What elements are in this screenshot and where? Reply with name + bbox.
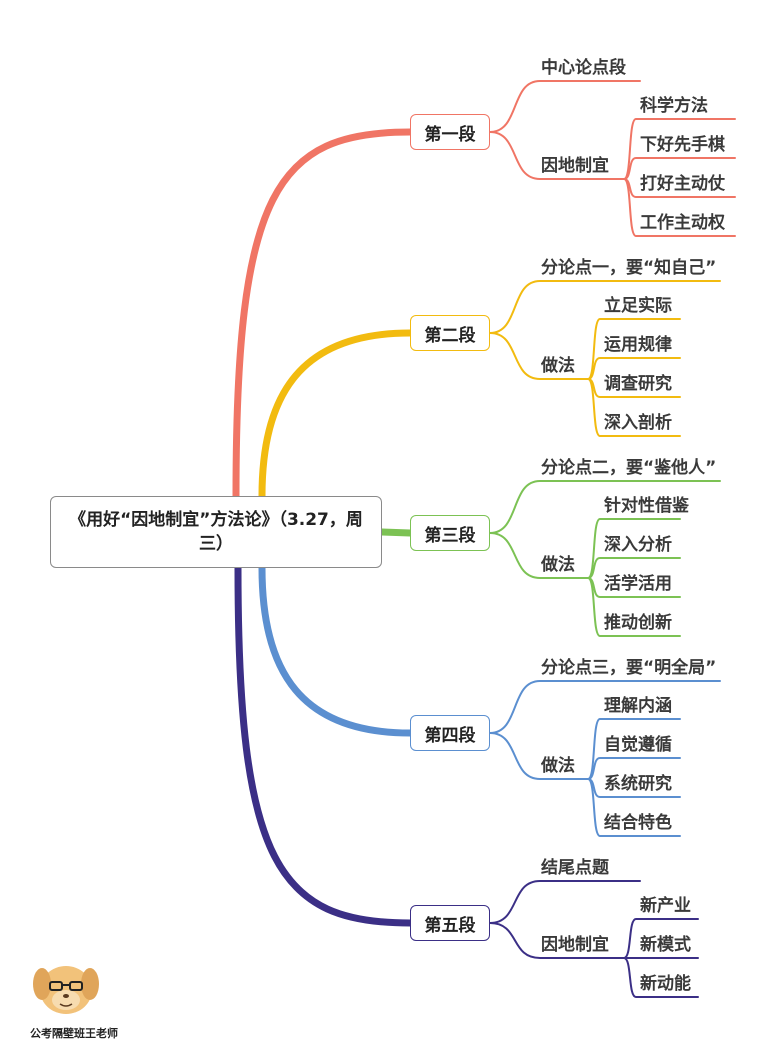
- leaf-label[interactable]: 打好主动仗: [640, 174, 725, 194]
- trunk-line: [258, 564, 414, 737]
- leaf-label[interactable]: 理解内涵: [604, 696, 672, 716]
- branch-label[interactable]: 做法: [541, 356, 575, 376]
- mascot-logo: [33, 966, 99, 1014]
- branch-label[interactable]: 分论点三，要“明全局”: [541, 658, 717, 678]
- leaf-line: [623, 918, 699, 959]
- branch-line: [489, 880, 641, 924]
- trunk-line: [258, 329, 414, 500]
- branch-line: [489, 480, 721, 534]
- leaf-label[interactable]: 活学活用: [604, 574, 672, 594]
- leaf-label[interactable]: 运用规律: [604, 335, 672, 355]
- paragraph-node[interactable]: 第二段: [410, 315, 490, 351]
- leaf-label[interactable]: 针对性借鉴: [604, 496, 689, 516]
- leaf-line: [623, 178, 736, 237]
- leaf-line: [587, 577, 681, 637]
- leaf-label[interactable]: 推动创新: [604, 613, 672, 633]
- leaf-line: [587, 778, 681, 837]
- branch-label[interactable]: 因地制宜: [541, 935, 609, 955]
- paragraph-node[interactable]: 第四段: [410, 715, 490, 751]
- branch-line: [489, 732, 589, 780]
- leaf-label[interactable]: 新模式: [640, 935, 691, 955]
- leaf-label[interactable]: 立足实际: [604, 296, 672, 316]
- branch-line: [489, 532, 589, 579]
- watermark-text: 公考隔壁班王老师: [30, 1027, 118, 1040]
- branch-line: [489, 680, 721, 734]
- branch-label[interactable]: 做法: [541, 756, 575, 776]
- leaf-line: [623, 957, 699, 998]
- branch-label[interactable]: 做法: [541, 555, 575, 575]
- paragraph-node[interactable]: 第五段: [410, 905, 490, 941]
- leaf-label[interactable]: 结合特色: [604, 813, 672, 833]
- branch-line: [489, 80, 641, 133]
- branch-line: [489, 280, 721, 334]
- root-title: 《用好“因地制宜”方法论》（3.27，周三）: [69, 510, 363, 554]
- trunk-line: [234, 564, 414, 927]
- branch-label[interactable]: 结尾点题: [541, 858, 609, 878]
- leaf-line: [587, 378, 681, 437]
- branch-line: [489, 922, 625, 959]
- root-topic[interactable]: 《用好“因地制宜”方法论》（3.27，周三）: [50, 496, 382, 568]
- trunk-line: [232, 128, 414, 500]
- leaf-label[interactable]: 调查研究: [604, 374, 672, 394]
- leaf-label[interactable]: 下好先手棋: [640, 135, 725, 155]
- leaf-label[interactable]: 深入剖析: [604, 413, 672, 433]
- branch-label[interactable]: 因地制宜: [541, 156, 609, 176]
- leaf-label[interactable]: 自觉遵循: [604, 735, 672, 755]
- leaf-line: [587, 357, 681, 380]
- branch-label[interactable]: 分论点一，要“知自己”: [541, 258, 717, 278]
- branch-line: [489, 131, 625, 180]
- leaf-label[interactable]: 新动能: [640, 974, 691, 994]
- leaf-label[interactable]: 系统研究: [604, 774, 672, 794]
- trunk-line: [378, 528, 414, 537]
- paragraph-node[interactable]: 第一段: [410, 114, 490, 150]
- leaf-label[interactable]: 工作主动权: [640, 213, 725, 233]
- branch-line: [489, 332, 589, 380]
- leaf-label[interactable]: 科学方法: [640, 96, 708, 116]
- branch-label[interactable]: 分论点二，要“鉴他人”: [541, 458, 717, 478]
- leaf-label[interactable]: 新产业: [640, 896, 691, 916]
- paragraph-node[interactable]: 第三段: [410, 515, 490, 551]
- leaf-line: [623, 157, 736, 180]
- leaf-line: [587, 557, 681, 579]
- leaf-line: [587, 757, 681, 780]
- leaf-label[interactable]: 深入分析: [604, 535, 672, 555]
- branch-label[interactable]: 中心论点段: [541, 58, 626, 78]
